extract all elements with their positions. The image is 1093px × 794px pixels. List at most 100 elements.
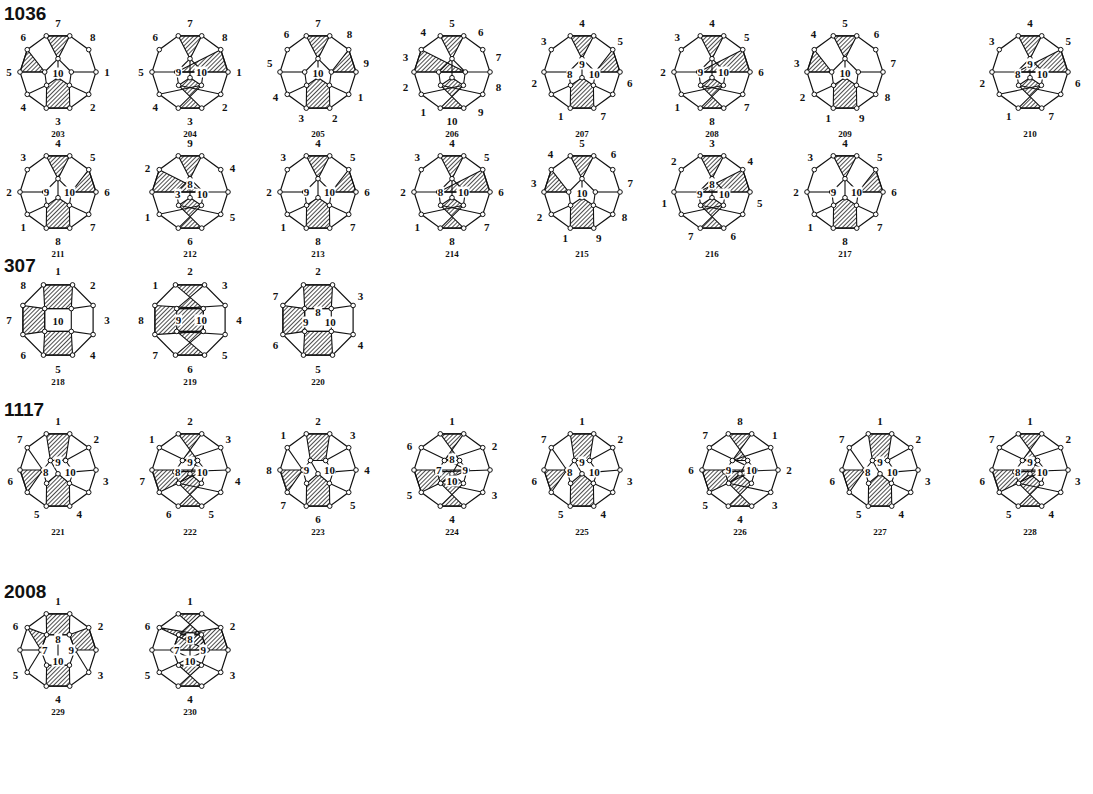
face-number: 2	[265, 187, 273, 198]
edge-line	[287, 205, 306, 214]
vertex-dot	[542, 70, 547, 75]
outer-ring	[280, 434, 356, 506]
vertex-dot	[843, 56, 848, 61]
vertex-dot	[18, 190, 23, 195]
vertex-dot	[1016, 106, 1021, 111]
vertex-dot	[157, 212, 162, 217]
vertex-dot	[281, 303, 286, 308]
vertex-dot	[566, 190, 571, 195]
outer-ring	[674, 156, 750, 228]
polyhedron-figure	[150, 432, 231, 509]
vertex-dot	[450, 176, 455, 181]
face-number: 9	[186, 138, 194, 149]
vertex-dot	[56, 195, 61, 200]
edge-line	[66, 448, 89, 461]
section-number: 1036	[4, 4, 46, 23]
figure-number: 227	[873, 528, 887, 537]
vertex-dot	[580, 75, 585, 80]
vertex-dot	[278, 70, 283, 75]
outer-ring	[544, 36, 620, 108]
vertex-dot	[461, 154, 466, 159]
polyhedron-figure	[990, 34, 1071, 111]
edge-line	[71, 305, 93, 308]
vertex-dot	[438, 432, 443, 437]
shaded-face	[1018, 78, 1041, 108]
outer-ring	[544, 156, 620, 228]
face-number: 4	[89, 349, 97, 360]
vertex-dot	[549, 167, 554, 172]
vertex-dot	[726, 504, 731, 509]
vertex-dot	[889, 432, 894, 437]
polyhedron-figure	[18, 154, 99, 231]
edge-line	[593, 85, 612, 94]
edge-line	[75, 650, 89, 672]
face-number: 8	[708, 178, 716, 189]
vertex-dot	[549, 445, 554, 450]
face-number: 1	[103, 67, 111, 78]
face-number: 6	[610, 149, 618, 160]
vertex-dot	[91, 303, 96, 308]
vertex-dot	[679, 47, 684, 52]
vertex-dot	[721, 106, 726, 111]
face-number: 1	[54, 416, 62, 427]
vertex-dot	[1039, 432, 1044, 437]
vertex-dot	[218, 212, 223, 217]
vertex-dot	[831, 154, 836, 159]
face-number: 2	[221, 101, 229, 112]
vertex-dot	[1039, 34, 1044, 39]
polyhedron-figure	[153, 283, 228, 358]
vertex-dot	[195, 458, 200, 463]
vertex-dot	[679, 167, 684, 172]
vertex-dot	[223, 332, 228, 337]
face-number: 8	[137, 315, 145, 326]
vertex-dot	[157, 445, 162, 450]
shaded-face	[306, 198, 329, 228]
face-number: 5	[266, 58, 274, 69]
vertex-dot	[698, 203, 703, 208]
vertex-dot	[805, 190, 810, 195]
face-number: 5	[89, 152, 97, 163]
vertex-dot	[461, 226, 466, 231]
edge-line	[20, 71, 45, 72]
vertex-dot	[990, 70, 995, 75]
face-number: 8	[1014, 466, 1022, 477]
face-number: 5	[756, 197, 764, 208]
face-number: 6	[1074, 77, 1082, 88]
vertex-dot	[1020, 458, 1025, 463]
face-number: 1	[557, 111, 565, 122]
face-number: 4	[229, 162, 237, 173]
shaded-face	[43, 331, 72, 355]
vertex-dot	[21, 303, 26, 308]
face-number: 10	[717, 67, 730, 78]
face-number: 9	[578, 456, 586, 467]
face-number: 5	[406, 489, 414, 500]
vertex-dot	[150, 648, 155, 653]
vertex-dot	[304, 154, 309, 159]
vertex-dot	[176, 633, 181, 638]
vertex-dot	[327, 106, 332, 111]
edge-line	[858, 71, 883, 72]
edge-line	[287, 85, 306, 94]
outer-ring	[807, 156, 883, 228]
vertex-dot	[150, 468, 155, 473]
edge-line	[329, 205, 348, 214]
face-number: 5	[137, 67, 145, 78]
vertex-dot	[831, 106, 836, 111]
edge-line	[551, 448, 567, 470]
edge-line	[27, 205, 46, 214]
face-number: 9	[697, 67, 705, 78]
face-number: 9	[830, 187, 838, 198]
face-number: 7	[890, 58, 898, 69]
face-number: 6	[477, 27, 485, 38]
face-number: 6	[687, 465, 695, 476]
vertex-dot	[881, 70, 886, 75]
shaded-face	[570, 474, 593, 506]
face-number: 6	[890, 187, 898, 198]
vertex-dot	[18, 468, 23, 473]
edge-line	[69, 85, 88, 94]
vertex-dot	[419, 212, 424, 217]
vertex-dot	[873, 47, 878, 52]
face-number: 2	[97, 620, 105, 631]
figure-number: 229	[51, 708, 65, 717]
outer-ring	[280, 36, 356, 108]
